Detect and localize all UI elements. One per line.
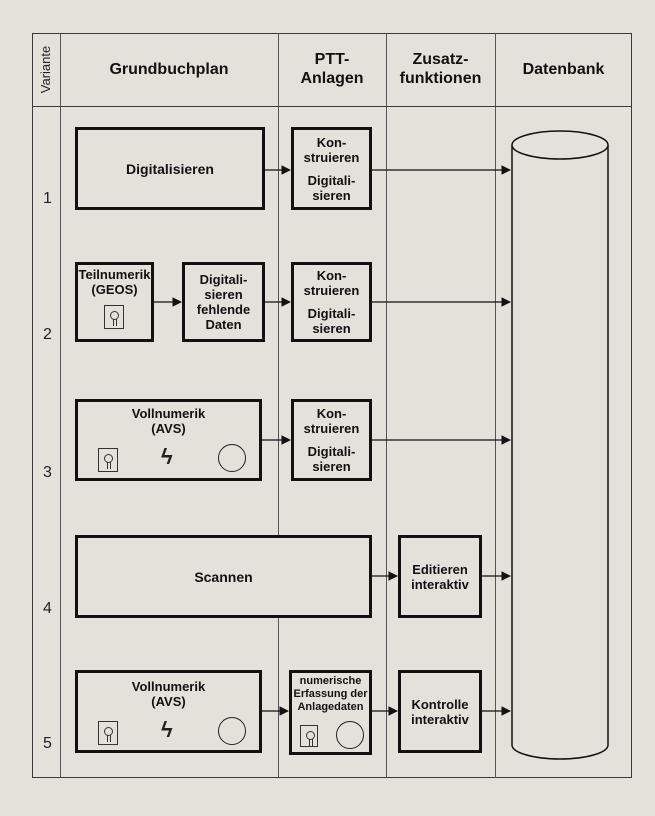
kontrolle-box: Kontrolle interaktiv (398, 670, 482, 753)
fehlende-daten-box: Digitali- sieren fehlende Daten (182, 262, 265, 342)
digitalisieren-box: Digitalisieren (75, 127, 265, 210)
column-divider (495, 33, 496, 778)
column-divider (60, 33, 61, 778)
digitalisieren-label: Digitali- sieren (307, 444, 356, 474)
vollnumerik-label: Vollnumerik (AVS) (131, 406, 206, 436)
numerische-erfassung-label: numerische Erfassung der Anlagedaten (293, 675, 368, 713)
konstruieren-label: Kon- struieren (303, 134, 360, 165)
kontrolle-label: Kontrolle interaktiv (411, 696, 469, 727)
digitalisieren-label: Digitali- sieren (307, 172, 356, 203)
database-cylinder-icon (511, 130, 609, 760)
variant-number-1: 1 (43, 190, 52, 207)
ptt-box-3: Kon- struieren Digitali- sieren (291, 399, 372, 481)
ptt-box-1: Kon- struieren Digitali- sieren (291, 127, 372, 210)
datenbank-header: Datenbank (522, 60, 605, 78)
vollnumerik-box-3: Vollnumerik (AVS) ϟ (75, 399, 262, 481)
column-divider (278, 33, 279, 778)
variant-number-2: 2 (43, 326, 52, 343)
ptt-box-2: Kon- struieren Digitali- sieren (291, 262, 372, 342)
header-divider (32, 106, 632, 107)
vollnumerik-label: Vollnumerik (AVS) (131, 679, 206, 709)
tape-reel-icon (218, 444, 246, 472)
tape-reel-icon (218, 717, 246, 745)
variant-number-5: 5 (43, 735, 52, 752)
vollnumerik-box-5: Vollnumerik (AVS) ϟ (75, 670, 262, 753)
column-divider (386, 33, 387, 778)
teilnumerik-box: Teilnumerik (GEOS) (75, 262, 154, 342)
floppy-disk-icon (98, 448, 118, 472)
konstruieren-label: Kon- struieren (303, 406, 360, 436)
floppy-disk-icon (104, 305, 124, 329)
ptt-anlagen-header: PTT- Anlagen (300, 51, 364, 87)
numerische-erfassung-box: numerische Erfassung der Anlagedaten (289, 670, 372, 755)
floppy-disk-icon (98, 721, 118, 745)
lightning-bolt-icon: ϟ (161, 444, 173, 469)
lightning-bolt-icon: ϟ (161, 717, 173, 742)
editieren-label: Editieren interaktiv (411, 561, 469, 592)
variant-number-3: 3 (43, 464, 52, 481)
tape-reel-icon (336, 721, 364, 749)
variant-number-4: 4 (43, 600, 52, 617)
editieren-box: Editieren interaktiv (398, 535, 482, 618)
diagram-frame (32, 33, 632, 778)
scannen-box: Scannen (75, 535, 372, 618)
scannen-label: Scannen (194, 568, 253, 585)
konstruieren-label: Kon- struieren (303, 268, 360, 298)
teilnumerik-label: Teilnumerik (GEOS) (78, 267, 151, 297)
floppy-disk-icon (300, 725, 318, 747)
zusatzfunktionen-header: Zusatz- funktionen (399, 51, 482, 87)
digitalisieren-label: Digitalisieren (126, 160, 214, 177)
digitalisieren-label: Digitali- sieren (307, 306, 356, 336)
grundbuchplan-header: Grundbuchplan (109, 60, 229, 78)
fehlende-daten-label: Digitali- sieren fehlende Daten (196, 272, 251, 332)
